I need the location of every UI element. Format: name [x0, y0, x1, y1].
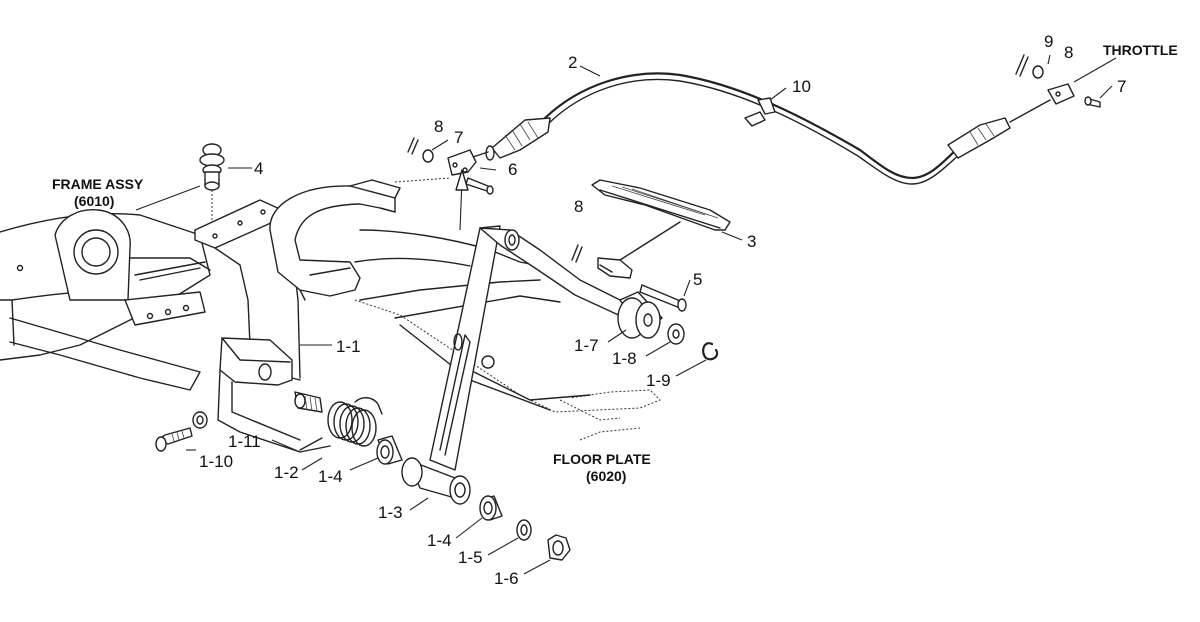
cotter-pin-8-left	[407, 137, 419, 155]
leader-lines	[135, 54, 1117, 575]
washer-1-8	[667, 323, 685, 345]
floor-plate-label: FLOOR PLATE	[553, 451, 651, 467]
pin-7-right	[1084, 96, 1101, 108]
throttle-cable-2	[447, 72, 1075, 185]
pin-5	[639, 284, 687, 312]
callout-8-left: 8	[434, 117, 443, 136]
callout-3: 3	[747, 232, 756, 251]
callout-1-11: 1-11	[228, 432, 261, 451]
callout-1-3: 1-3	[378, 503, 403, 522]
pedal-pad-3	[591, 179, 731, 279]
floor-plate-part	[354, 177, 661, 441]
captions: FRAME ASSY (6010) FLOOR PLATE (6020) THR…	[52, 42, 1178, 484]
clip-1-9	[702, 342, 719, 361]
callout-4: 4	[254, 159, 263, 178]
callout-1-1: 1-1	[336, 337, 361, 356]
cotter-pin-8-mid	[571, 244, 583, 263]
torsion-spring-1-2	[299, 397, 383, 451]
throttle-label: THROTTLE	[1103, 42, 1178, 58]
callout-1-7: 1-7	[574, 336, 599, 355]
washer-7-left	[422, 149, 434, 163]
washer-1-5	[516, 519, 532, 541]
frame-assy-label: FRAME ASSY	[52, 176, 144, 192]
bushing-1-4-lower	[479, 495, 503, 521]
nut-1-6	[547, 534, 571, 561]
callout-6: 6	[508, 160, 517, 179]
stud-bolt-4	[199, 143, 225, 222]
floor-plate-code: (6020)	[586, 468, 626, 484]
callout-1-6: 1-6	[494, 569, 519, 588]
callout-7-left: 7	[454, 128, 463, 147]
callout-2: 2	[568, 53, 577, 72]
roller-1-7	[617, 291, 663, 339]
callout-7-right: 7	[1117, 77, 1126, 96]
callout-8-right: 8	[1064, 43, 1073, 62]
washer-8-right	[1032, 65, 1044, 79]
pedal-arm-1-3	[401, 225, 631, 505]
bolt-1-10	[155, 427, 193, 452]
pin-6	[465, 177, 494, 195]
cotter-pin-9	[1015, 54, 1029, 77]
assembly-arrow	[455, 169, 469, 231]
frame-assy-code: (6010)	[74, 193, 114, 209]
callout-1-5: 1-5	[458, 548, 483, 567]
cable-clamp-10	[744, 97, 776, 127]
bushing-1-4-upper	[376, 435, 403, 465]
callout-1-8: 1-8	[612, 349, 637, 368]
callout-8-mid: 8	[574, 197, 583, 216]
frame-assy-part	[0, 209, 211, 391]
callout-1-9: 1-9	[646, 371, 671, 390]
callout-1-4-lower: 1-4	[427, 531, 452, 550]
callout-9: 9	[1044, 32, 1053, 51]
callout-1-4-upper: 1-4	[318, 467, 343, 486]
callout-1-10: 1-10	[199, 452, 233, 471]
callout-10: 10	[792, 77, 811, 96]
part-callouts: 1-1 1-2 1-3 1-4 1-4 1-5 1-6 1-7 1-8 1-9 …	[199, 32, 1126, 588]
callout-1-2: 1-2	[274, 463, 299, 482]
callout-5: 5	[693, 270, 702, 289]
pedal-bracket-1-1	[194, 179, 401, 453]
washer-1-11	[192, 411, 208, 429]
